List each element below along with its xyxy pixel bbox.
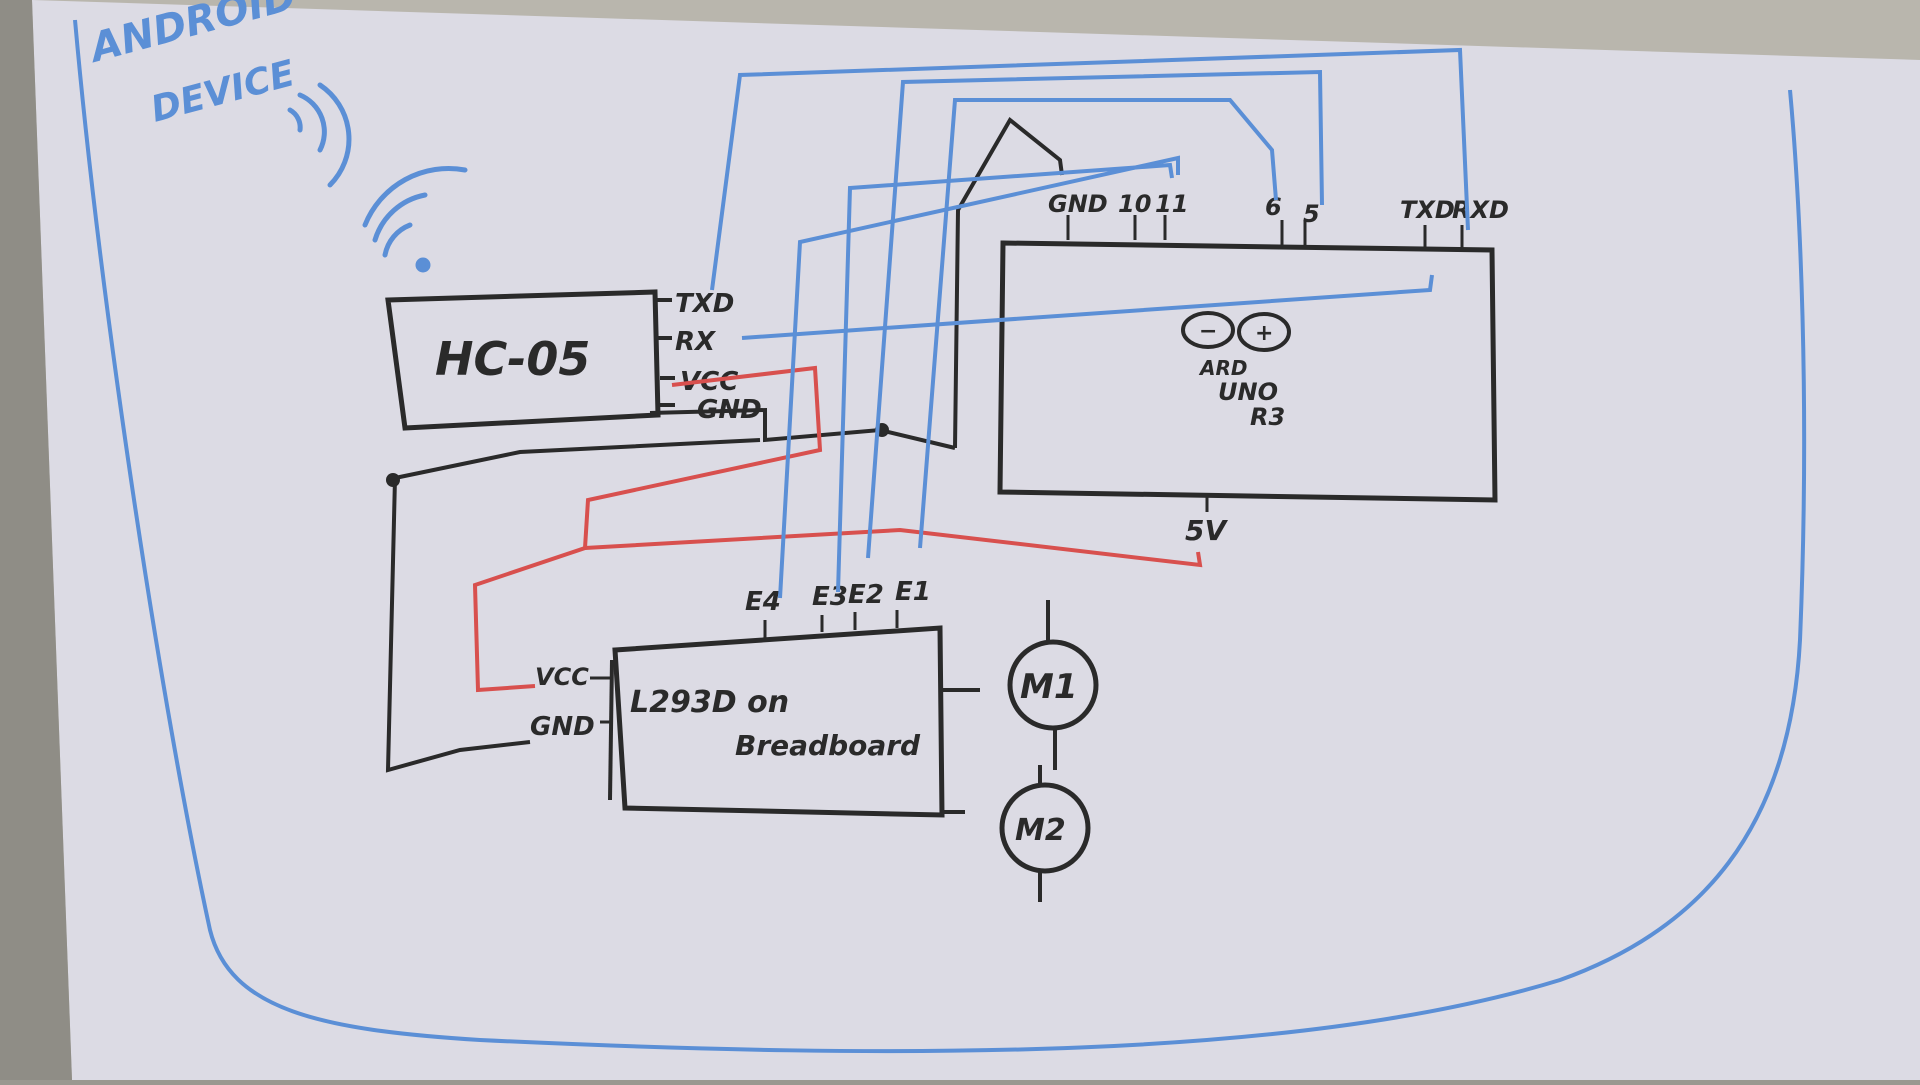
arduino-pin-rxd: RXD [1452, 196, 1509, 224]
driver-pin-e3: E3 [812, 582, 848, 612]
driver-pin-e4: E4 [745, 587, 781, 617]
motor-m2: M2 [999, 765, 1091, 902]
arduino-label-uno: UNO [1218, 378, 1278, 406]
arduino-pin-11: 11 [1155, 190, 1188, 218]
arduino-pin-10: 10 [1118, 190, 1151, 218]
arduino-pin-5v: 5V [1185, 514, 1228, 547]
motor-m1-label: M1 [1020, 667, 1078, 707]
arduino-infinity-logo [1181, 311, 1291, 352]
arduino-label-r3: R3 [1250, 403, 1285, 431]
driver-label-line2: Breadboard [735, 729, 921, 762]
driver-pin-gnd: GND [530, 712, 595, 742]
arduino-pin-txd: TXD [1400, 196, 1455, 224]
signal-wiring [710, 47, 1470, 599]
motor-m2-label: M2 [1015, 813, 1066, 848]
arduino-label-ard: ARD [1198, 356, 1247, 380]
frame-left-edge [0, 0, 72, 1080]
arduino-pin-gnd: GND [1048, 190, 1108, 218]
gnd-wiring [385, 116, 1064, 773]
arduino-logo-plus: + [1255, 321, 1273, 346]
wifi-signal-icon [287, 82, 468, 273]
driver-pin-vcc: VCC [535, 663, 589, 691]
device-boundary [73, 19, 1807, 1054]
arduino-logo-minus: − [1199, 319, 1217, 344]
driver-pin-e1: E1 [895, 577, 931, 607]
vcc-wiring [472, 365, 1203, 693]
hc05-pin-txd: TXD [675, 289, 734, 319]
gnd-junction-dot [386, 473, 400, 487]
arduino-pin-5: 5 [1303, 200, 1320, 228]
arduino-uno-board: − + ARD UNO R3 GND 10 11 6 5 TXD RXD 5V [997, 190, 1509, 547]
hc05-label: HC-05 [435, 332, 590, 386]
motor-m1: M1 [1007, 600, 1099, 770]
arduino-pin-6: 6 [1265, 193, 1282, 221]
driver-label-line1: L293D on [630, 685, 789, 720]
hc05-pin-rx: RX [675, 327, 717, 357]
l293d-driver: L293D on Breadboard E4 E3 E2 E1 VCC GND [530, 577, 980, 818]
driver-pin-e2: E2 [848, 580, 884, 610]
